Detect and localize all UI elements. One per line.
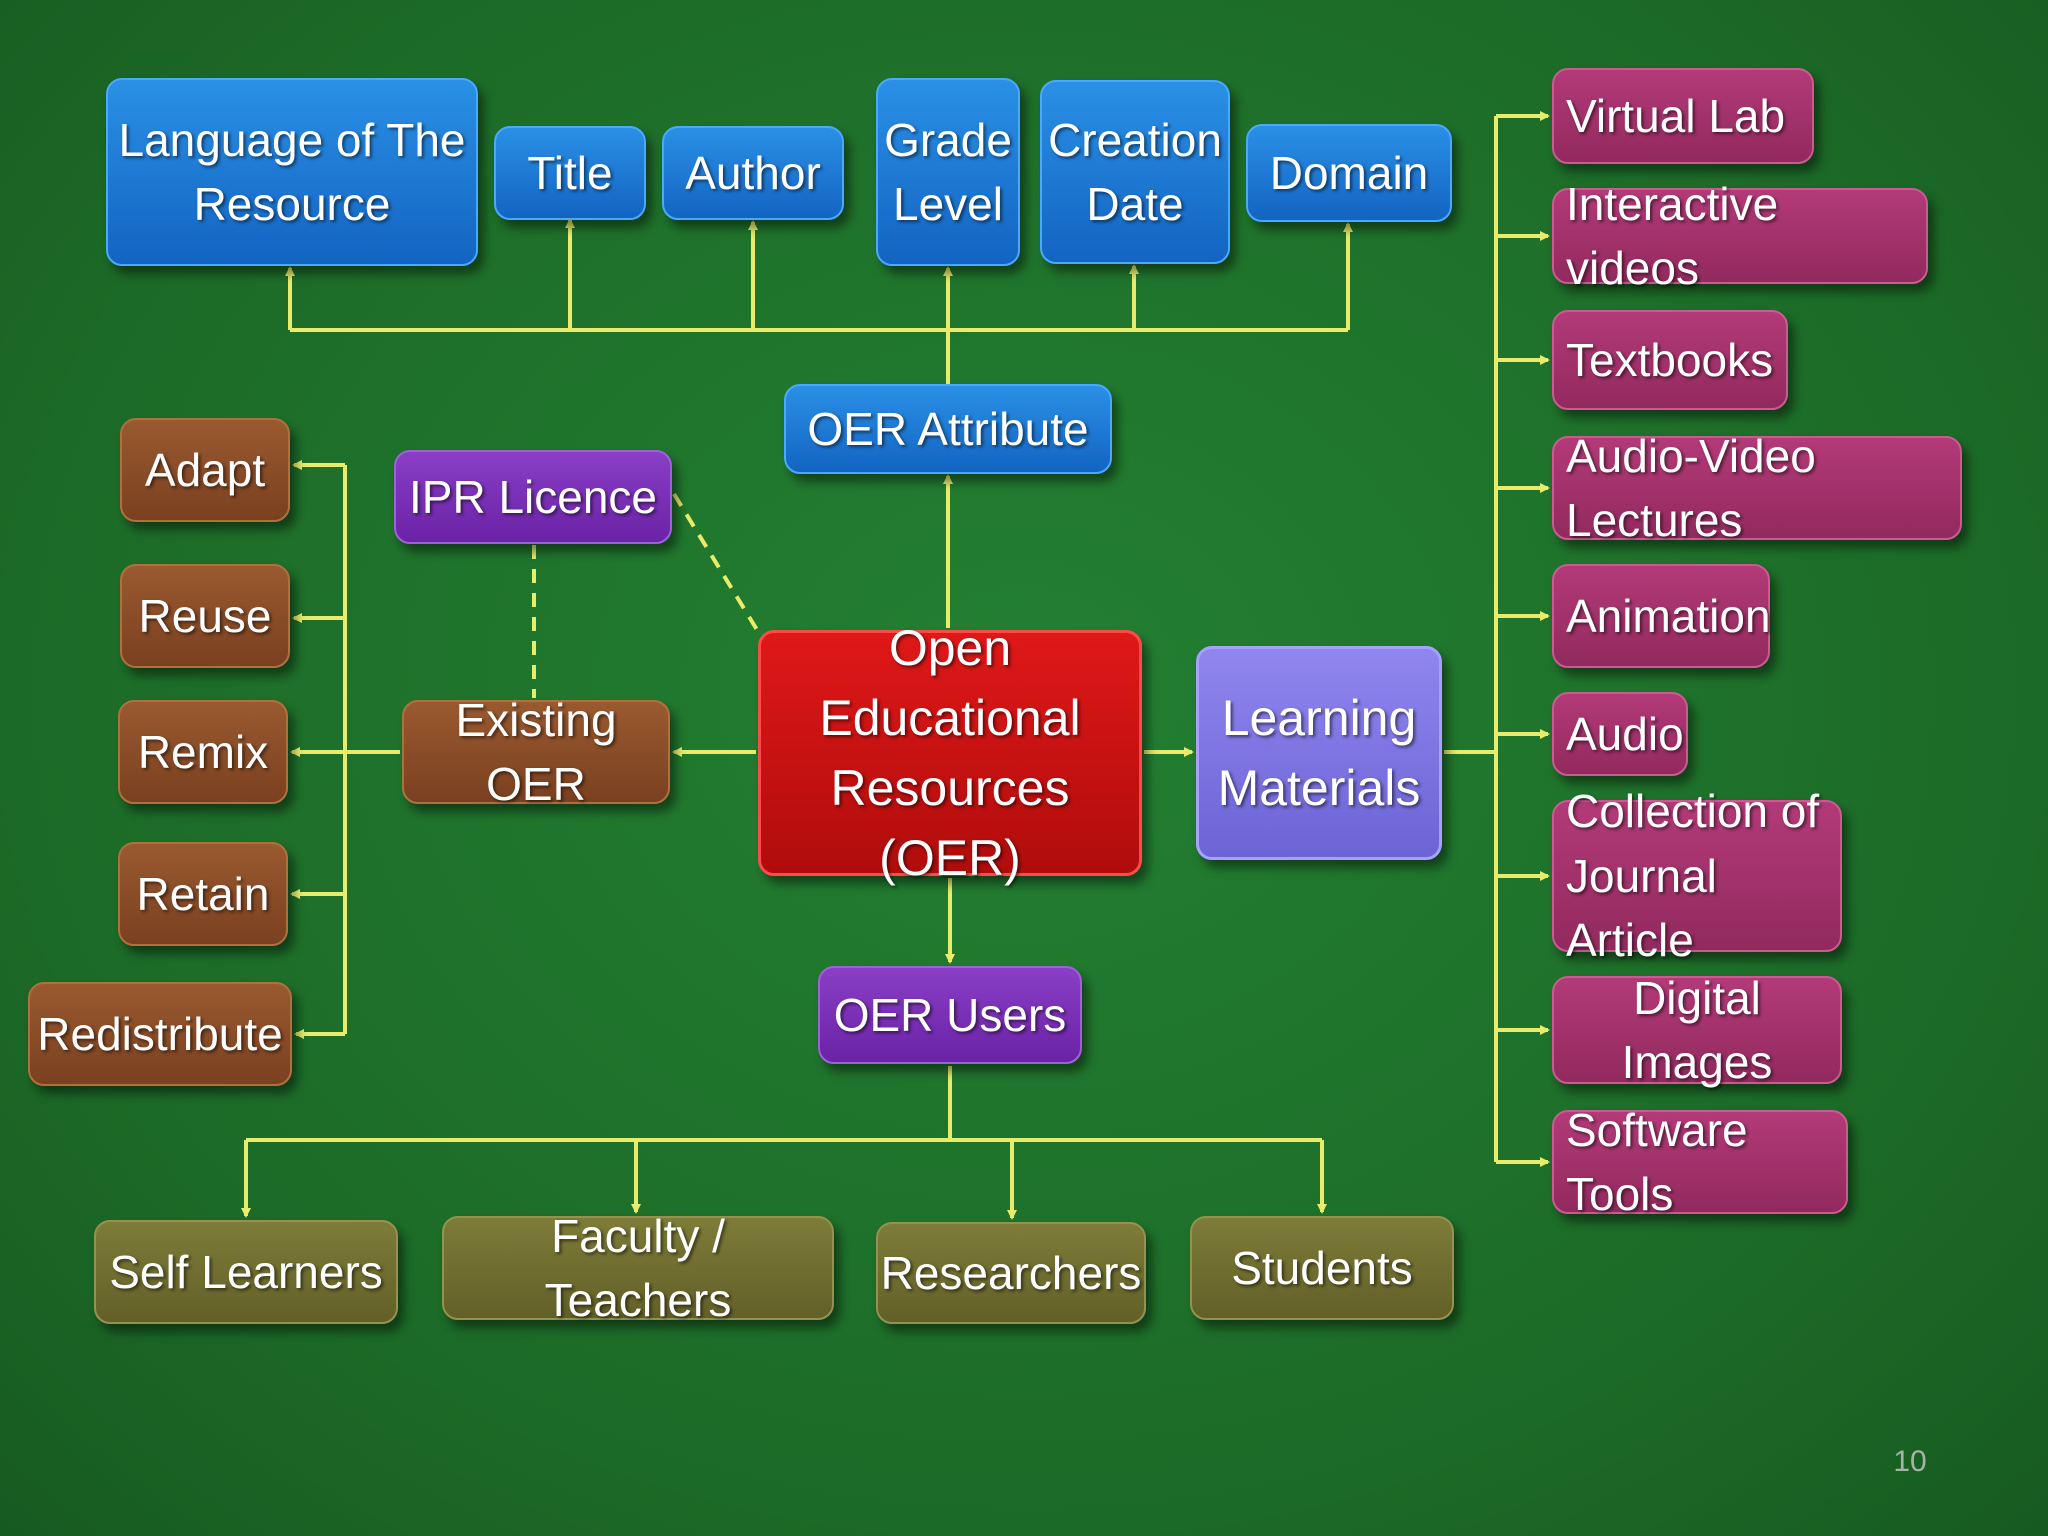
user-faculty-teachers-box: Faculty / Teachers <box>442 1210 834 1326</box>
oer-users-box: OER Users <box>818 966 1082 1064</box>
licence-to-center-dashed-line <box>672 492 764 640</box>
user-students-box: Students <box>1190 1216 1454 1320</box>
user-researchers-box: Researchers <box>876 1222 1146 1324</box>
material-animation-box: Animation <box>1552 564 1771 668</box>
material-journal-article-box: Collection of Journal Article <box>1552 785 1842 966</box>
material-software-tools-box: Software Tools <box>1552 1104 1848 1220</box>
ipr-licence-box: IPR Licence <box>394 450 672 544</box>
action-retain-box: Retain <box>118 842 288 946</box>
oer-center-box: Open Educational Resources (OER) <box>758 620 1142 886</box>
material-virtual-lab-box: Virtual Lab <box>1552 68 1814 164</box>
oer-attribute-box: OER Attribute <box>784 384 1112 474</box>
material-digital-images-box: Digital Images <box>1552 972 1842 1088</box>
action-reuse-box: Reuse <box>120 564 290 668</box>
attribute-grade-level-box: Grade Level <box>876 78 1020 266</box>
attribute-author-box: Author <box>662 126 844 220</box>
attribute-domain-box: Domain <box>1246 124 1452 222</box>
attribute-creation-date-box: Creation Date <box>1040 80 1230 264</box>
existing-oer-box: Existing OER <box>402 694 670 810</box>
user-self-learners-box: Self Learners <box>94 1220 398 1324</box>
page-number: 10 <box>1893 1445 1927 1478</box>
attribute-language-box: Language of The Resource <box>106 78 478 266</box>
action-adapt-box: Adapt <box>120 418 290 522</box>
material-audio-box: Audio <box>1552 692 1688 776</box>
action-redistribute-box: Redistribute <box>28 982 292 1086</box>
attribute-title-box: Title <box>494 126 646 220</box>
learning-materials-box: Learning Materials <box>1196 646 1442 860</box>
material-textbooks-box: Textbooks <box>1552 310 1788 410</box>
material-audio-video-lectures-box: Audio-Video Lectures <box>1552 430 1962 546</box>
action-remix-box: Remix <box>118 700 288 804</box>
material-interactive-videos-box: Interactive videos <box>1552 178 1928 294</box>
